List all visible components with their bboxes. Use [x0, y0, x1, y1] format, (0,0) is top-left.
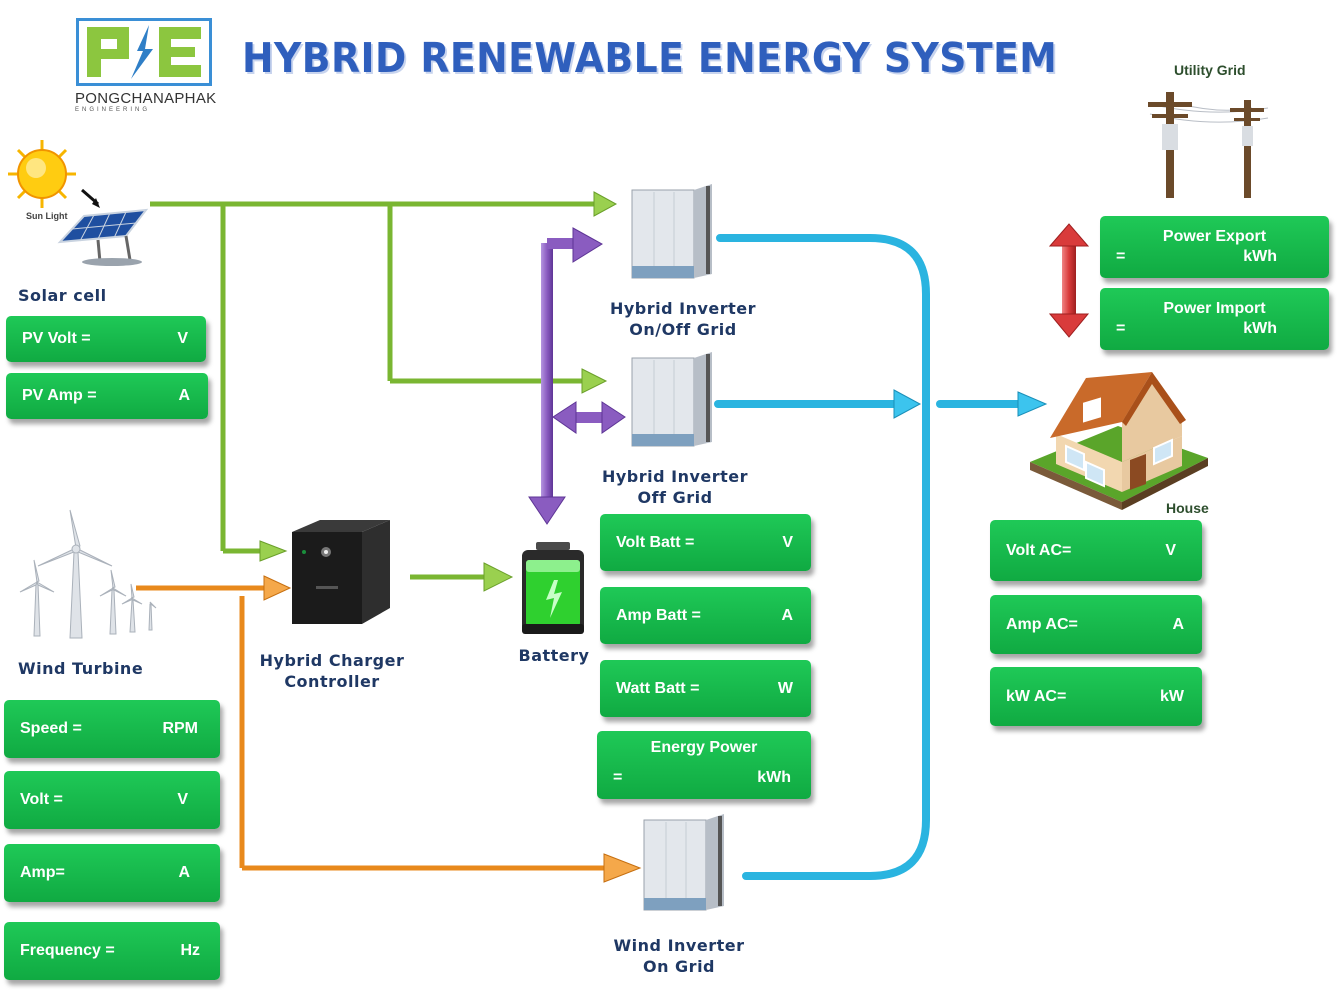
solar-arrowheads [259, 191, 618, 592]
energy-power-title: Energy Power [650, 739, 758, 756]
charger-line1: Hybrid Charger [259, 651, 405, 670]
power-import-title: Power Import [1163, 300, 1266, 317]
kw-ac-readout: kW AC= kW [990, 667, 1202, 726]
kw-ac-label: kW AC= [1006, 687, 1067, 705]
batt-watt-unit: W [777, 679, 793, 697]
batt-amp-unit: A [781, 606, 793, 624]
amp-ac-unit: A [1172, 615, 1184, 633]
pv-amp-readout: PV Amp = A [6, 373, 208, 419]
hybrid-inverter-onoff-label: Hybrid Inverter On/Off Grid [606, 298, 760, 340]
energy-power-eq: = [613, 769, 623, 786]
house-label: House [1166, 500, 1209, 516]
batt-volt-unit: V [782, 533, 793, 551]
batt-amp-readout: Amp Batt = A [600, 587, 811, 644]
batt-volt-readout: Volt Batt = V [600, 514, 811, 571]
batt-amp-label: Amp Batt = [616, 606, 701, 624]
solar-panel-icon [8, 140, 149, 266]
battery-label: Battery [518, 646, 590, 665]
pv-volt-unit: V [177, 330, 188, 347]
power-import-readout: Power Import = kWh [1100, 288, 1329, 350]
utility-grid-label: Utility Grid [1174, 62, 1246, 78]
solar-lines [150, 201, 596, 580]
power-import-eq: = [1116, 320, 1126, 337]
solar-cell-label: Solar cell [18, 286, 107, 305]
inv-onoff-line1: Hybrid Inverter [609, 299, 757, 318]
wind-frequency-label: Frequency = [20, 942, 115, 959]
battery-lines [528, 227, 626, 525]
ac-arrowheads [893, 389, 1048, 419]
wind-amp-readout: Amp= A [4, 844, 220, 902]
power-export-readout: Power Export = kWh [1100, 216, 1329, 278]
wind-volt-unit: V [177, 791, 188, 808]
sun-light-label: Sun Light [26, 211, 68, 221]
wind-inverter-icon [643, 814, 724, 911]
utility-pole-icon [1148, 92, 1269, 198]
wind-speed-label: Speed = [20, 720, 82, 737]
pv-amp-unit: A [178, 387, 190, 404]
ac-lines [714, 234, 1024, 880]
wind-inv-line1: Wind Inverter [613, 936, 745, 955]
company-logo [76, 18, 212, 86]
pv-volt-label: PV Volt = [22, 330, 91, 347]
battery-icon [522, 542, 584, 634]
charger-controller-icon [292, 520, 390, 624]
power-export-title: Power Export [1162, 228, 1267, 245]
wind-volt-readout: Volt = V [4, 771, 220, 829]
hybrid-inverter-off-icon [631, 352, 712, 447]
inv-onoff-line2: On/Off Grid [629, 320, 737, 339]
wind-inv-line2: On Grid [642, 957, 716, 976]
wind-turbine-icon [19, 509, 157, 639]
power-export-unit: kWh [1243, 248, 1277, 265]
wind-amp-label: Amp= [20, 864, 65, 881]
wind-speed-unit: RPM [162, 720, 198, 737]
batt-watt-readout: Watt Batt = W [600, 660, 811, 717]
energy-power-unit: kWh [757, 769, 791, 786]
amp-ac-readout: Amp AC= A [990, 595, 1202, 654]
amp-ac-label: Amp AC= [1006, 615, 1078, 633]
batt-watt-label: Watt Batt = [616, 679, 700, 697]
wind-volt-label: Volt = [20, 791, 63, 808]
energy-power-readout: Energy Power = kWh [597, 731, 811, 799]
volt-ac-label: Volt AC= [1006, 541, 1072, 559]
inv-off-line2: Off Grid [637, 488, 713, 507]
charger-controller-label: Hybrid Charger Controller [256, 650, 408, 692]
power-import-unit: kWh [1243, 320, 1277, 337]
pv-panel [57, 208, 149, 266]
power-export-eq: = [1116, 248, 1126, 265]
volt-ac-readout: Volt AC= V [990, 520, 1202, 581]
house-icon [1030, 372, 1208, 510]
wind-turbine-label: Wind Turbine [18, 659, 144, 678]
batt-volt-label: Volt Batt = [616, 533, 695, 551]
wind-lines [136, 585, 608, 871]
wind-inverter-label: Wind Inverter On Grid [604, 935, 754, 977]
kw-ac-unit: kW [1160, 687, 1184, 705]
volt-ac-unit: V [1165, 541, 1176, 559]
inv-off-line1: Hybrid Inverter [601, 467, 749, 486]
hybrid-inverter-off-label: Hybrid Inverter Off Grid [598, 466, 752, 508]
wind-speed-readout: Speed = RPM [4, 700, 220, 758]
wind-arrowheads [263, 575, 642, 883]
logo-subtitle: ENGINEERING [75, 107, 151, 113]
wind-frequency-unit: Hz [180, 942, 200, 959]
sun-icon [8, 140, 76, 208]
page-title: HYBRID RENEWABLE ENERGY SYSTEM [242, 34, 1058, 82]
charger-line2: Controller [284, 672, 380, 691]
grid-double-arrow [1048, 223, 1090, 338]
logo-name: PONGCHANAPHAK [75, 90, 217, 107]
wind-frequency-readout: Frequency = Hz [4, 922, 220, 980]
pv-volt-readout: PV Volt = V [6, 316, 206, 362]
wind-amp-unit: A [178, 864, 190, 881]
pv-amp-label: PV Amp = [22, 387, 97, 404]
hybrid-inverter-onoff-icon [631, 184, 712, 279]
